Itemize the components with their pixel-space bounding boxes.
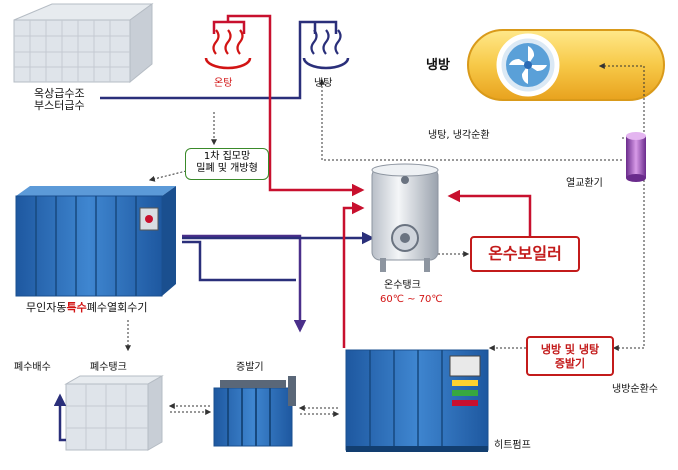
hot-water-temp-label: 60℃ ~ 70℃ [380, 294, 443, 305]
boiler-box: 온수보일러 [470, 236, 580, 272]
heat-exchanger-graphic [626, 132, 646, 182]
cooling-label: 냉방 [426, 58, 450, 73]
waste-heat-recovery-label: 무인자동특수폐수열회수기 [26, 301, 148, 314]
evaporator-graphic [213, 376, 296, 447]
cold-bath-label: 냉탕 [314, 78, 333, 89]
evaporator-box: 냉방 및 냉탕 증발기 [526, 336, 614, 376]
collection-tank-box: 1차 집모망 밀폐 및 개방형 [185, 148, 269, 180]
hot-bath-label: 온탕 [214, 78, 233, 89]
cooling-circulation-water-label: 냉방순환수 [612, 384, 658, 395]
cooling-circulation-label: 냉탕, 냉각순환 [428, 130, 490, 141]
wastewater-discharge-label: 폐수배수 [14, 362, 51, 373]
wastewater-tank-label: 폐수탱크 [90, 362, 127, 373]
hot-water-tank-label: 온수탱크 [384, 280, 421, 291]
hot-water-tank-graphic [371, 163, 439, 272]
wastewater-tank-graphic [64, 375, 164, 451]
heat-exchanger-label: 열교환기 [566, 178, 603, 189]
special-highlight: 특수 [66, 301, 87, 314]
rooftop-tank-label: 옥상급수조 부스터급수 [34, 87, 85, 112]
evaporator-label: 증발기 [236, 362, 264, 373]
waste-heat-recovery-graphic [15, 186, 176, 297]
hot-bath-icon [204, 29, 252, 70]
heat-pump-graphic [345, 349, 489, 452]
cooling-fan-graphic [467, 29, 665, 101]
heat-pump-label: 히트펌프 [494, 440, 531, 451]
cold-bath-icon [302, 29, 350, 70]
rooftop-tank-graphic [13, 3, 154, 84]
